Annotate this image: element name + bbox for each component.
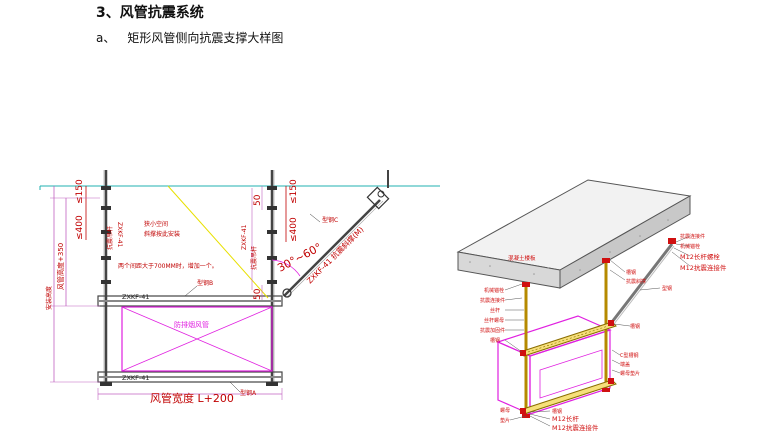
connector <box>520 350 526 356</box>
smoke-exhaust-duct <box>121 306 273 372</box>
note-narrow-space-line2: 斜撑按此安装 <box>144 230 180 238</box>
section-title: 风管抗震系统 <box>119 5 204 21</box>
dim-text-350: 风管高度+350 <box>56 243 65 290</box>
rod-nut <box>267 230 277 234</box>
connector <box>608 378 614 384</box>
channel-profile-a-inner <box>98 376 282 378</box>
leader-line <box>184 285 198 297</box>
callout-right-low: 螺母垫片 <box>620 370 640 377</box>
slab-label: 混凝土楼板 <box>508 254 536 262</box>
callout-right-top: M12抗震连接件 <box>680 263 727 272</box>
callout-left: 抗震加固件 <box>480 327 505 334</box>
callout-left: 抗震连接件 <box>480 297 505 304</box>
connector <box>608 320 614 326</box>
rod-nut <box>267 256 277 260</box>
callout-right-mid: 型钢 <box>662 285 672 292</box>
iso-channel-bottom <box>519 379 617 415</box>
callout-bottom: M12长杆 <box>552 414 579 423</box>
callout-bottom-left: 垫片 <box>500 417 510 424</box>
label-profile-a: 型钢A <box>240 389 257 397</box>
callout-right-mid-extra: 槽钢 <box>630 323 640 330</box>
connector <box>520 408 526 414</box>
rod-label-left: ZXKF-41 <box>116 222 123 248</box>
rod-nut <box>101 206 111 210</box>
label-profile-c: 型钢C <box>322 216 338 224</box>
subsection-marker: a、 <box>96 31 116 45</box>
seismic-diagonal-brace <box>283 199 381 297</box>
rod-nut <box>101 280 111 284</box>
dim-text-50-top: 50 <box>253 194 263 206</box>
right-isometric-drawing: 混凝土楼板 机械锚栓 抗震连接件 丝杆 丝杆螺母 抗震加固件 槽钢 抗震连接件 … <box>456 179 727 432</box>
callout-bottom-left: 螺母 <box>500 407 510 414</box>
angle-arc <box>271 259 301 277</box>
label-zxkf-bottom: ZXKF-41 <box>122 374 150 382</box>
label-zxkf-top: ZXKF-41 <box>122 293 150 301</box>
callout-left: 丝杆 <box>490 307 500 314</box>
iso-diagonal-brace <box>610 243 674 323</box>
dim-text-install-height-left: 安装高度 <box>45 286 53 310</box>
callout-right-top: 机械锚栓 <box>680 243 700 250</box>
leader-line <box>229 381 241 393</box>
dim-text-400-left: ≤400 <box>75 215 85 240</box>
duct-cross-line <box>121 306 273 372</box>
label-profile-b: 型钢B <box>197 279 213 287</box>
callout-right-top: 抗震连接件 <box>680 233 705 240</box>
subsection-heading: a、矩形风管侧向抗震支撑大样图 <box>96 29 283 46</box>
brace-hinge-top <box>366 186 390 210</box>
callout-bottom: 槽钢 <box>552 408 562 415</box>
brace-hinge-top-bolt <box>377 190 385 198</box>
callout-left: 丝杆螺母 <box>484 317 504 324</box>
subsection-title: 矩形风管侧向抗震支撑大样图 <box>127 31 284 45</box>
rod-nut <box>101 186 111 190</box>
label-width: 风管宽度 L+200 <box>150 391 234 405</box>
label-duct: 防排烟风管 <box>174 320 209 329</box>
narrow-space-brace-line <box>167 185 269 299</box>
rod-nut <box>267 186 277 190</box>
slab-texture <box>469 219 669 275</box>
connector <box>602 388 610 392</box>
callout-bottom: M12抗震连接件 <box>552 423 599 432</box>
iso-leader-lines <box>504 235 691 427</box>
section-number: 3 <box>96 5 106 21</box>
rod-end-nut <box>266 382 278 386</box>
connector <box>668 238 676 244</box>
callout-right-mid: 抗震斜撑 <box>626 278 646 285</box>
iso-diagonal-brace-edge <box>613 245 675 325</box>
note-narrow-space-line1: 狭小空间 <box>144 220 168 228</box>
hanger-label-right: 抗震吊杆 <box>250 246 258 270</box>
section-separator: 、 <box>105 5 120 21</box>
hanger-label-left: 抗震吊杆 <box>106 226 114 250</box>
left-elevation-drawing: ≤150 ≤400 风管高度+350 安装高度 ≤150 ≤400 50 50 … <box>39 170 440 405</box>
iso-duct-inner <box>539 349 603 399</box>
dim-text-50-mid: 50 <box>253 288 263 300</box>
connector <box>522 282 530 287</box>
section-heading: 3、风管抗震系统 <box>96 2 204 22</box>
brace-hinge-bottom <box>282 288 292 298</box>
channel-profile-b-inner <box>98 300 282 302</box>
rod-nut <box>101 230 111 234</box>
leader-line <box>309 213 321 223</box>
callout-left: 槽钢 <box>490 337 500 344</box>
dim-text-150-right: ≤150 <box>289 179 299 204</box>
note-spacing: 两个间距大于700MM时，增加一个。 <box>118 262 218 270</box>
rod-label-right: ZXKF-41 <box>241 224 248 250</box>
rod-nut <box>267 280 277 284</box>
callout-right-mid: 槽钢 <box>626 269 636 276</box>
iso-duct-top <box>496 315 612 357</box>
dim-text-150-left: ≤150 <box>75 179 85 204</box>
rod-nut <box>101 256 111 260</box>
callout-right-low: 端盖 <box>620 361 630 368</box>
callout-right-top: M12长杆螺栓 <box>680 252 720 261</box>
rod-end-nut <box>100 382 112 386</box>
seismic-diagonal-brace-edge <box>286 200 384 298</box>
rod-nut <box>267 206 277 210</box>
connector <box>602 258 610 263</box>
callout-right-low: C型槽钢 <box>620 352 639 359</box>
slab-side-face <box>559 195 691 289</box>
callout-left: 机械锚栓 <box>484 287 504 294</box>
dim-text-400-right: ≤400 <box>289 217 299 242</box>
